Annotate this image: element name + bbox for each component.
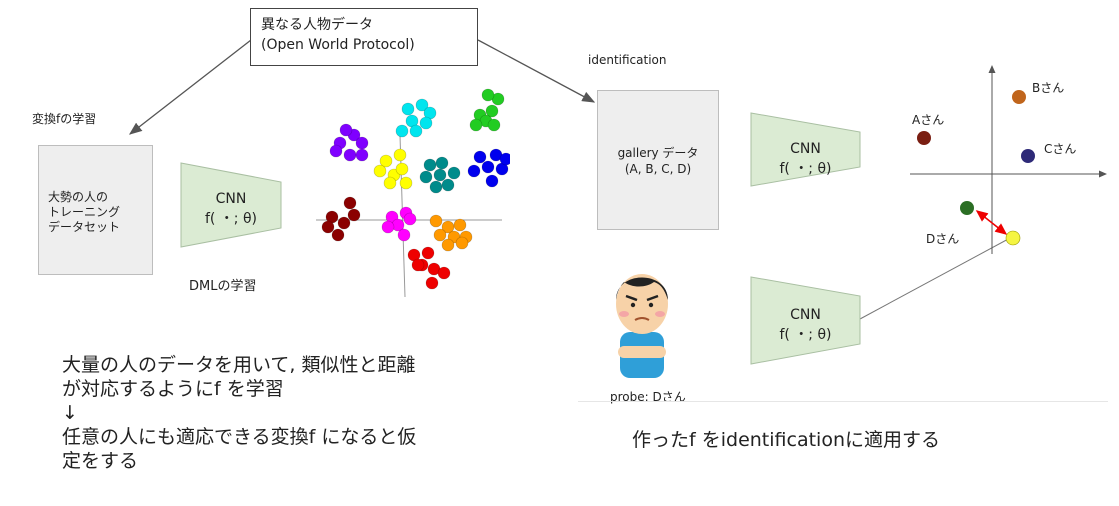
cluster-0-point [355,136,369,150]
cluster-6-point [321,220,335,234]
cluster-1-point [395,124,409,138]
summary-line2: が対応するようにf を学習 [62,378,284,400]
label-a: Aさん [912,113,945,127]
cnn-label-probe: CNN [790,307,821,323]
data-callout: 異なる人物データ (Open World Protocol) [250,8,478,66]
summary-right: 作ったf をidentificationに適用する [632,429,940,451]
cluster-5-point [473,150,487,164]
summary-line4: 定をする [62,450,139,472]
gallery-line2: (A, B, C, D) [624,162,692,176]
cluster-9-point [411,258,425,272]
summary-line3: 任意の人にも適応できる変換f になると仮 [62,426,417,448]
cluster-4-point [423,158,437,172]
cluster-3-point [373,164,387,178]
train-box-line1: 大勢の人の [48,190,109,204]
probe-connector [859,236,1013,320]
point-b [1012,90,1026,104]
cluster-3-point [379,154,393,168]
cnn-trapezoid-gallery [750,112,861,187]
cnn-func-left: f( ・; θ) [204,211,258,227]
label-b: Bさん [1032,81,1065,95]
point-a [917,131,931,145]
cluster-8-point [441,220,455,234]
probe-label: probe: Dさん [610,390,686,404]
cluster-3-point [383,176,397,190]
cluster-6-point [343,196,357,210]
cluster-2-point [481,88,495,102]
distance-arrow [975,210,1008,235]
callout-line1: 異なる人物データ [261,17,373,33]
cluster-0-point [339,123,353,137]
summary-line1: 大量の人のデータを用いて, 類似性と距離 [62,354,416,376]
training-dataset-box: 大勢の人の トレーニング データセット [38,145,153,275]
point-probe [1005,230,1021,246]
cluster-5-point [467,164,481,178]
cnn-label-gallery: CNN [790,141,821,157]
cluster-6-point [331,228,345,242]
cluster-7-point [397,228,411,242]
point-d [960,201,974,215]
cluster-0-point [329,144,343,158]
cluster-1-point [401,102,415,116]
dml-label: DMLの学習 [189,279,257,294]
cluster-4-point [447,166,461,180]
cluster-4-point [435,156,449,170]
left-section-label: 変換fの学習 [32,112,97,126]
callout-arrow-right [477,39,596,103]
cluster-5-point [481,160,495,174]
cluster-8-point [433,228,447,242]
cnn-trapezoid-probe [750,276,861,365]
probe-person-illustration [616,274,668,378]
cnn-label-left: CNN [215,191,247,207]
cluster-9-point [421,246,435,260]
cluster-9-point [437,266,451,280]
cluster-4-point [429,180,443,194]
summary-left: 大量の人のデータを用いて, 類似性と距離 が対応するようにf を学習 ↓ 任意の… [62,353,542,473]
gallery-line1: gallery データ [617,146,699,160]
cluster-3-point [395,162,409,176]
cluster-6-point [347,208,361,222]
cluster-2-point [485,104,499,118]
cluster-1-point [419,116,433,130]
cluster-2-point [487,118,501,132]
cluster-0-point [343,148,357,162]
cluster-8-point [455,236,469,250]
label-d: Dさん [926,232,960,246]
cluster-2-point [469,118,483,132]
callout-arrow-left [128,39,252,135]
cluster-5-point [499,152,510,166]
cluster-3-point [399,176,413,190]
cluster-6-point [337,216,351,230]
gallery-box: gallery データ (A, B, C, D) [597,90,719,230]
cnn-func-gallery: f( ・; θ) [779,161,832,177]
embedding-space [910,65,1107,254]
cluster-8-point [453,218,467,232]
cluster-scatter [316,88,510,298]
label-c: Cさん [1044,142,1077,156]
cluster-1-point [415,98,429,112]
cluster-4-point [441,178,455,192]
cluster-0-point [355,148,369,162]
cluster-8-point [429,214,443,228]
cnn-trapezoid-left [180,162,282,248]
cnn-func-probe: f( ・; θ) [779,327,832,343]
cluster-7-point [381,220,395,234]
train-box-line2: トレーニング [48,205,121,219]
right-section-label: identification [588,53,667,67]
cluster-8-point [441,238,455,252]
cluster-5-point [485,174,499,188]
cluster-4-point [419,170,433,184]
point-c [1021,149,1035,163]
cluster-9-point [425,276,439,290]
cluster-1-point [409,124,423,138]
cluster-7-point [403,212,417,226]
train-box-line3: データセット [48,220,121,234]
separator-line [578,401,1108,402]
cluster-4-point [433,168,447,182]
callout-line2: (Open World Protocol) [261,37,415,53]
summary-arrow: ↓ [62,402,78,424]
cluster-3-point [393,148,407,162]
